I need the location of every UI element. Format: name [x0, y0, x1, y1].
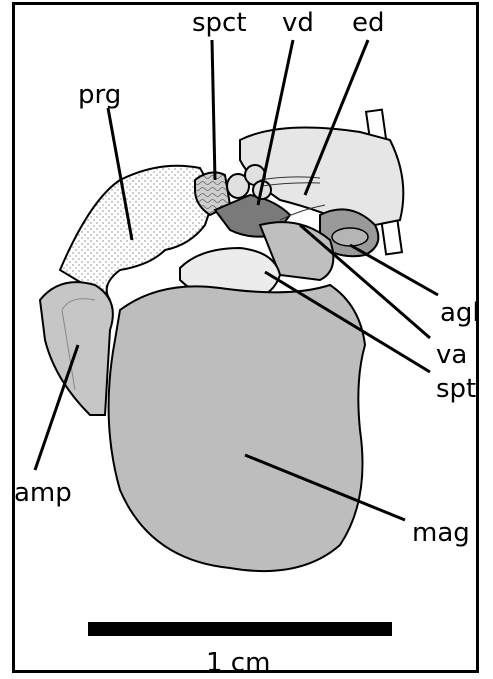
scale-bar-label: 1 cm: [206, 650, 270, 676]
label-spct: spct: [192, 10, 247, 36]
label-mag: mag: [412, 520, 470, 546]
label-vd: vd: [282, 10, 314, 36]
label-ed: ed: [352, 10, 385, 36]
scale-bar: [88, 622, 392, 636]
agl-lobe: [332, 228, 368, 246]
label-prg: prg: [78, 82, 121, 108]
label-spt: spt: [436, 376, 476, 402]
label-amp: amp: [14, 480, 72, 506]
label-agl: agl: [440, 300, 480, 326]
mag-shape: [109, 285, 365, 571]
label-va: va: [436, 342, 467, 368]
leader-spct: [212, 40, 215, 180]
